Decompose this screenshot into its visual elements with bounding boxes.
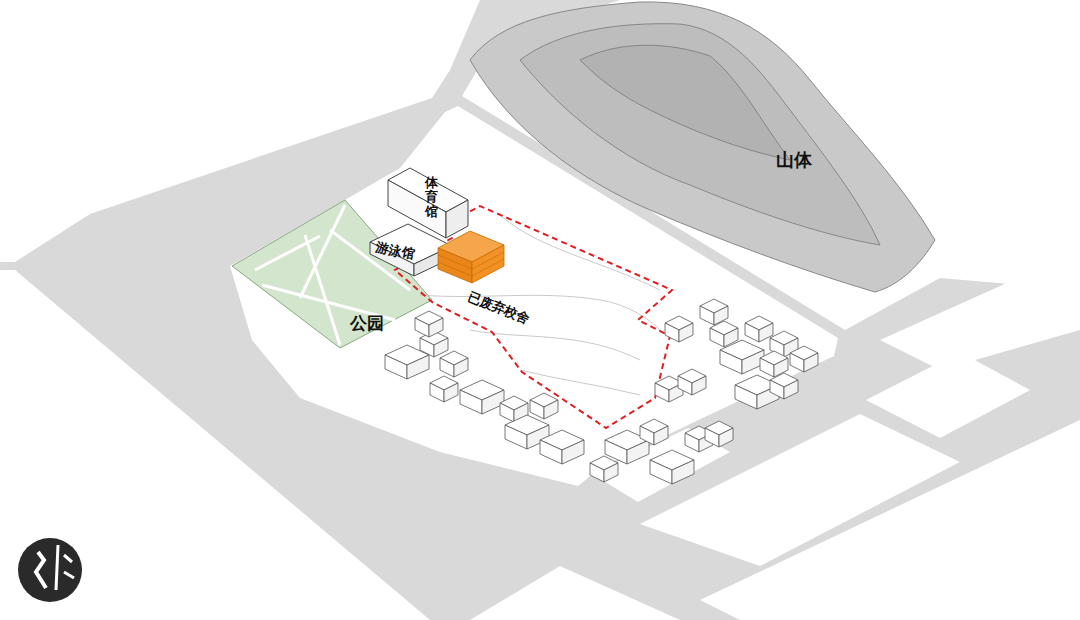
logo-mark xyxy=(18,538,82,602)
building-node: 游泳馆 xyxy=(372,236,424,256)
area-label: 山体 xyxy=(776,148,812,172)
building-node: 体育馆 xyxy=(420,176,442,224)
building-node: 已废弃校舍 xyxy=(438,231,504,283)
school-building xyxy=(438,231,504,283)
contour-lines xyxy=(420,215,660,395)
area-label: 公园 xyxy=(350,312,384,335)
houses xyxy=(385,299,818,484)
park xyxy=(232,200,432,348)
mountain xyxy=(470,2,935,292)
building-label: 体育馆 xyxy=(425,176,438,219)
